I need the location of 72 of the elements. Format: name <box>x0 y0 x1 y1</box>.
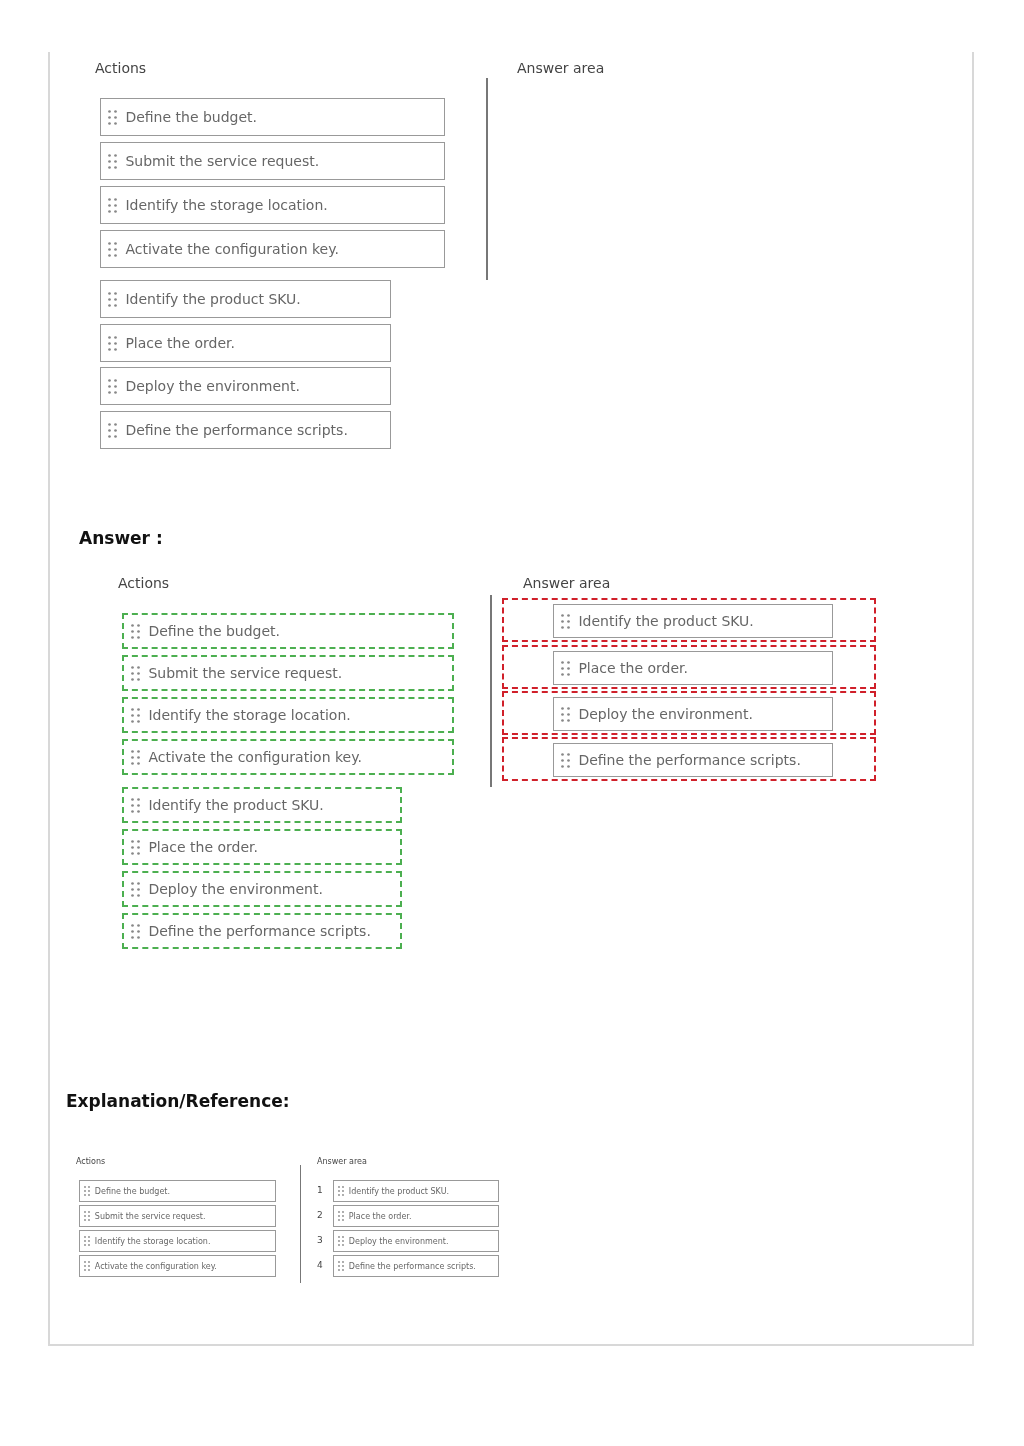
action-item <box>100 186 445 224</box>
answer-slot <box>502 691 876 735</box>
item-text: Define the budget. <box>148 623 281 639</box>
answer-slot <box>502 645 876 689</box>
step-number: 3 <box>317 1235 323 1245</box>
column-heading: Actions <box>95 60 147 76</box>
step-number: 1 <box>317 1185 323 1195</box>
action-item <box>333 1180 499 1202</box>
action-item <box>122 871 402 907</box>
action-item <box>79 1180 276 1202</box>
action-item <box>553 697 833 731</box>
item-text: Place the order. <box>348 1211 412 1221</box>
item-text: Deploy the environment. <box>348 1236 449 1246</box>
step-number: 2 <box>317 1210 323 1220</box>
column-heading: Answer area <box>517 60 605 76</box>
item-text: Identify the storage location. <box>94 1236 211 1246</box>
column-heading: Actions <box>118 575 170 591</box>
action-item <box>100 142 445 180</box>
action-item <box>100 280 391 318</box>
action-item <box>100 324 391 362</box>
column-heading: Answer area <box>523 575 611 591</box>
action-item <box>333 1205 499 1227</box>
item-text: Place the order. <box>578 660 688 676</box>
action-item <box>122 697 454 733</box>
item-text: Identify the product SKU. <box>578 613 754 629</box>
item-text: Define the performance scripts. <box>125 422 348 438</box>
item-text: Deploy the environment. <box>148 881 323 897</box>
action-item <box>122 655 454 691</box>
item-text: Deploy the environment. <box>125 378 300 394</box>
action-item <box>100 367 391 405</box>
action-item <box>79 1255 276 1277</box>
item-text: Identify the storage location. <box>125 197 328 213</box>
item-text: Activate the configuration key. <box>94 1261 217 1271</box>
action-item <box>79 1205 276 1227</box>
item-text: Identify the product SKU. <box>348 1186 450 1196</box>
item-text: Identify the storage location. <box>148 707 351 723</box>
action-item <box>122 913 402 949</box>
item-text: Deploy the environment. <box>578 706 753 722</box>
action-item <box>100 411 391 449</box>
action-item <box>553 743 833 777</box>
item-text: Submit the service request. <box>148 665 343 681</box>
item-text: Identify the product SKU. <box>125 291 301 307</box>
item-text: Define the performance scripts. <box>578 752 801 768</box>
step-number: 4 <box>317 1260 323 1270</box>
action-item <box>553 651 833 685</box>
column-heading: Answer area <box>317 1157 367 1166</box>
item-text: Place the order. <box>125 335 235 351</box>
item-text: Define the performance scripts. <box>148 923 371 939</box>
section-heading: Answer : <box>79 528 163 548</box>
item-text: Submit the service request. <box>125 153 320 169</box>
column-heading: Actions <box>76 1157 106 1166</box>
action-item <box>122 739 454 775</box>
item-text: Define the performance scripts. <box>348 1261 476 1271</box>
action-item <box>333 1230 499 1252</box>
answer-slot <box>502 737 876 781</box>
answer-slot <box>502 598 876 642</box>
action-item <box>79 1230 276 1252</box>
item-text: Submit the service request. <box>94 1211 206 1221</box>
action-item <box>100 230 445 268</box>
action-item <box>122 613 454 649</box>
item-text: Define the budget. <box>94 1186 171 1196</box>
item-text: Activate the configuration key. <box>148 749 362 765</box>
action-item <box>122 787 402 823</box>
section-heading: Explanation/Reference: <box>66 1091 290 1111</box>
action-item <box>333 1255 499 1277</box>
action-item <box>122 829 402 865</box>
item-text: Define the budget. <box>125 109 258 125</box>
action-item <box>553 604 833 638</box>
item-text: Activate the configuration key. <box>125 241 339 257</box>
action-item <box>100 98 445 136</box>
item-text: Place the order. <box>148 839 258 855</box>
item-text: Identify the product SKU. <box>148 797 324 813</box>
